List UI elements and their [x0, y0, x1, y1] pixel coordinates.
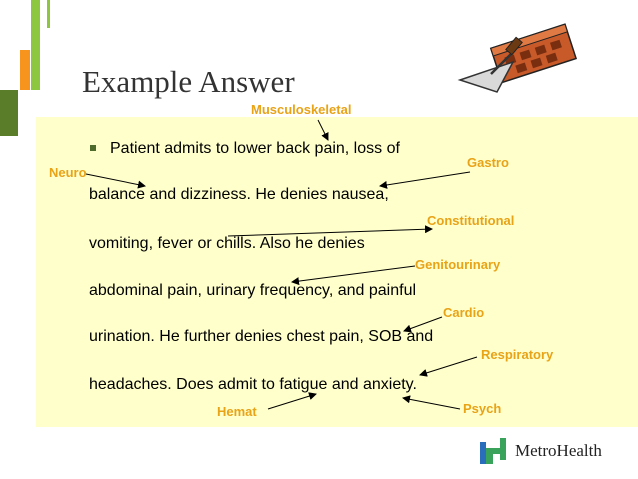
decor-bar-thin-green	[47, 0, 50, 28]
arrow-constitutional	[227, 225, 433, 237]
label-psych: Psych	[463, 401, 502, 416]
content-panel	[36, 117, 638, 427]
arrow-hemat	[267, 392, 317, 410]
label-neuro: Neuro	[49, 165, 87, 180]
decor-bar-orange	[20, 50, 30, 90]
arrow-genitourinary	[291, 265, 416, 286]
label-genitourinary: Genitourinary	[415, 257, 501, 272]
slide-title: Example Answer	[82, 64, 295, 99]
arrow-respiratory	[419, 356, 478, 377]
metrohealth-logo: MetroHealth	[479, 437, 602, 465]
body-line-1: Patient admits to lower back pain, loss …	[110, 140, 400, 157]
arrow-neuro	[85, 173, 146, 189]
arrow-musculoskeletal	[317, 119, 329, 141]
body-line-6: headaches. Does admit to fatigue and anx…	[89, 376, 417, 393]
body-line-5: urination. He further denies chest pain,…	[89, 328, 434, 345]
arrow-psych	[402, 395, 461, 410]
square-bullet-icon	[90, 145, 96, 151]
arrow-gastro	[379, 171, 471, 189]
arrow-cardio	[403, 316, 443, 333]
label-musculoskeletal: Musculoskeletal	[251, 102, 352, 117]
decor-bar-dark-green	[0, 90, 18, 136]
body-line-4: abdominal pain, urinary frequency, and p…	[89, 282, 417, 299]
label-respiratory: Respiratory	[481, 347, 554, 362]
logo-text: MetroHealth	[515, 441, 602, 460]
label-constitutional: Constitutional	[427, 213, 515, 228]
label-hemat: Hemat	[217, 404, 257, 419]
label-gastro: Gastro	[467, 155, 509, 170]
decor-bar-green	[31, 0, 40, 90]
body-line-2: balance and dizziness. He denies nausea,	[89, 186, 389, 203]
label-cardio: Cardio	[443, 305, 485, 320]
brick-and-trowel-icon	[457, 23, 578, 93]
body-line-3: vomiting, fever or chills. Also he denie…	[89, 235, 365, 252]
metrohealth-logo-icon	[480, 438, 506, 464]
